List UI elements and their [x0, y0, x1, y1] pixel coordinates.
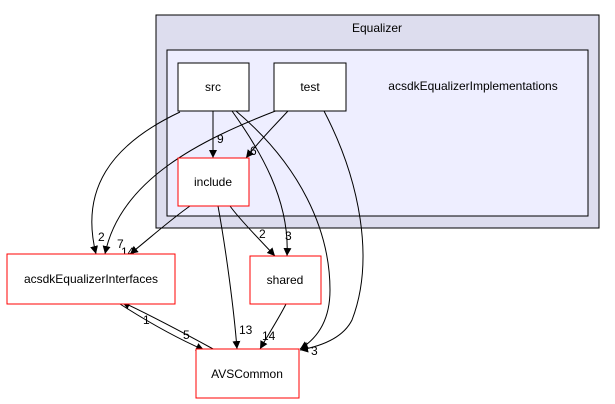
edge-include-avscommon	[217, 205, 241, 350]
edge-shared-avscommon	[259, 303, 287, 350]
edge-label-test-interfaces: 7	[117, 237, 124, 251]
edge-avscommon-interfaces	[121, 301, 216, 351]
node-shared[interactable]: shared	[249, 255, 322, 305]
edges: 9 6 2 7 14 2 3 13 14 5 1 6	[90, 109, 364, 358]
node-include-label: include	[194, 175, 232, 189]
edge-include-shared	[229, 205, 276, 257]
edge-interfaces-avscommon	[119, 303, 205, 351]
edge-test-avscommon	[299, 110, 364, 353]
edge-label-include-avscommon: 13	[239, 323, 253, 337]
node-src[interactable]: src	[177, 62, 250, 112]
node-acsdk-equalizer-interfaces[interactable]: acsdkEqualizerInterfaces	[6, 253, 176, 305]
edge-label-include-shared: 2	[259, 227, 266, 241]
node-avscommon[interactable]: AVSCommon	[195, 348, 300, 399]
cluster-implementations-label: acsdkEqualizerImplementations	[388, 79, 557, 93]
edge-test-include	[245, 110, 289, 159]
edge-label-src-interfaces: 2	[98, 230, 105, 244]
cluster-equalizer-label: Equalizer	[352, 21, 402, 35]
edge-src-avscommon	[235, 110, 331, 350]
node-include[interactable]: include	[177, 157, 250, 207]
edge-src-shared	[231, 110, 292, 257]
edge-label-test-avscommon: 3	[311, 344, 318, 358]
edge-label-src-include: 9	[217, 132, 224, 146]
edge-include-interfaces	[129, 205, 191, 255]
edge-label-shared-avscommon: 14	[262, 329, 276, 343]
node-test-label: test	[300, 80, 320, 94]
edge-label-src-shared: 3	[285, 229, 292, 243]
edge-label-test-include: 6	[250, 144, 257, 158]
edge-label-src-avscommon: 6	[302, 340, 309, 354]
node-src-label: src	[205, 80, 221, 94]
node-avscommon-label: AVSCommon	[211, 367, 283, 381]
edge-label-avscommon-interfaces: 1	[143, 313, 150, 327]
node-test[interactable]: test	[273, 62, 347, 112]
edge-src-interfaces	[90, 111, 181, 255]
node-shared-label: shared	[267, 273, 304, 287]
node-interfaces-label: acsdkEqualizerInterfaces	[24, 272, 158, 286]
